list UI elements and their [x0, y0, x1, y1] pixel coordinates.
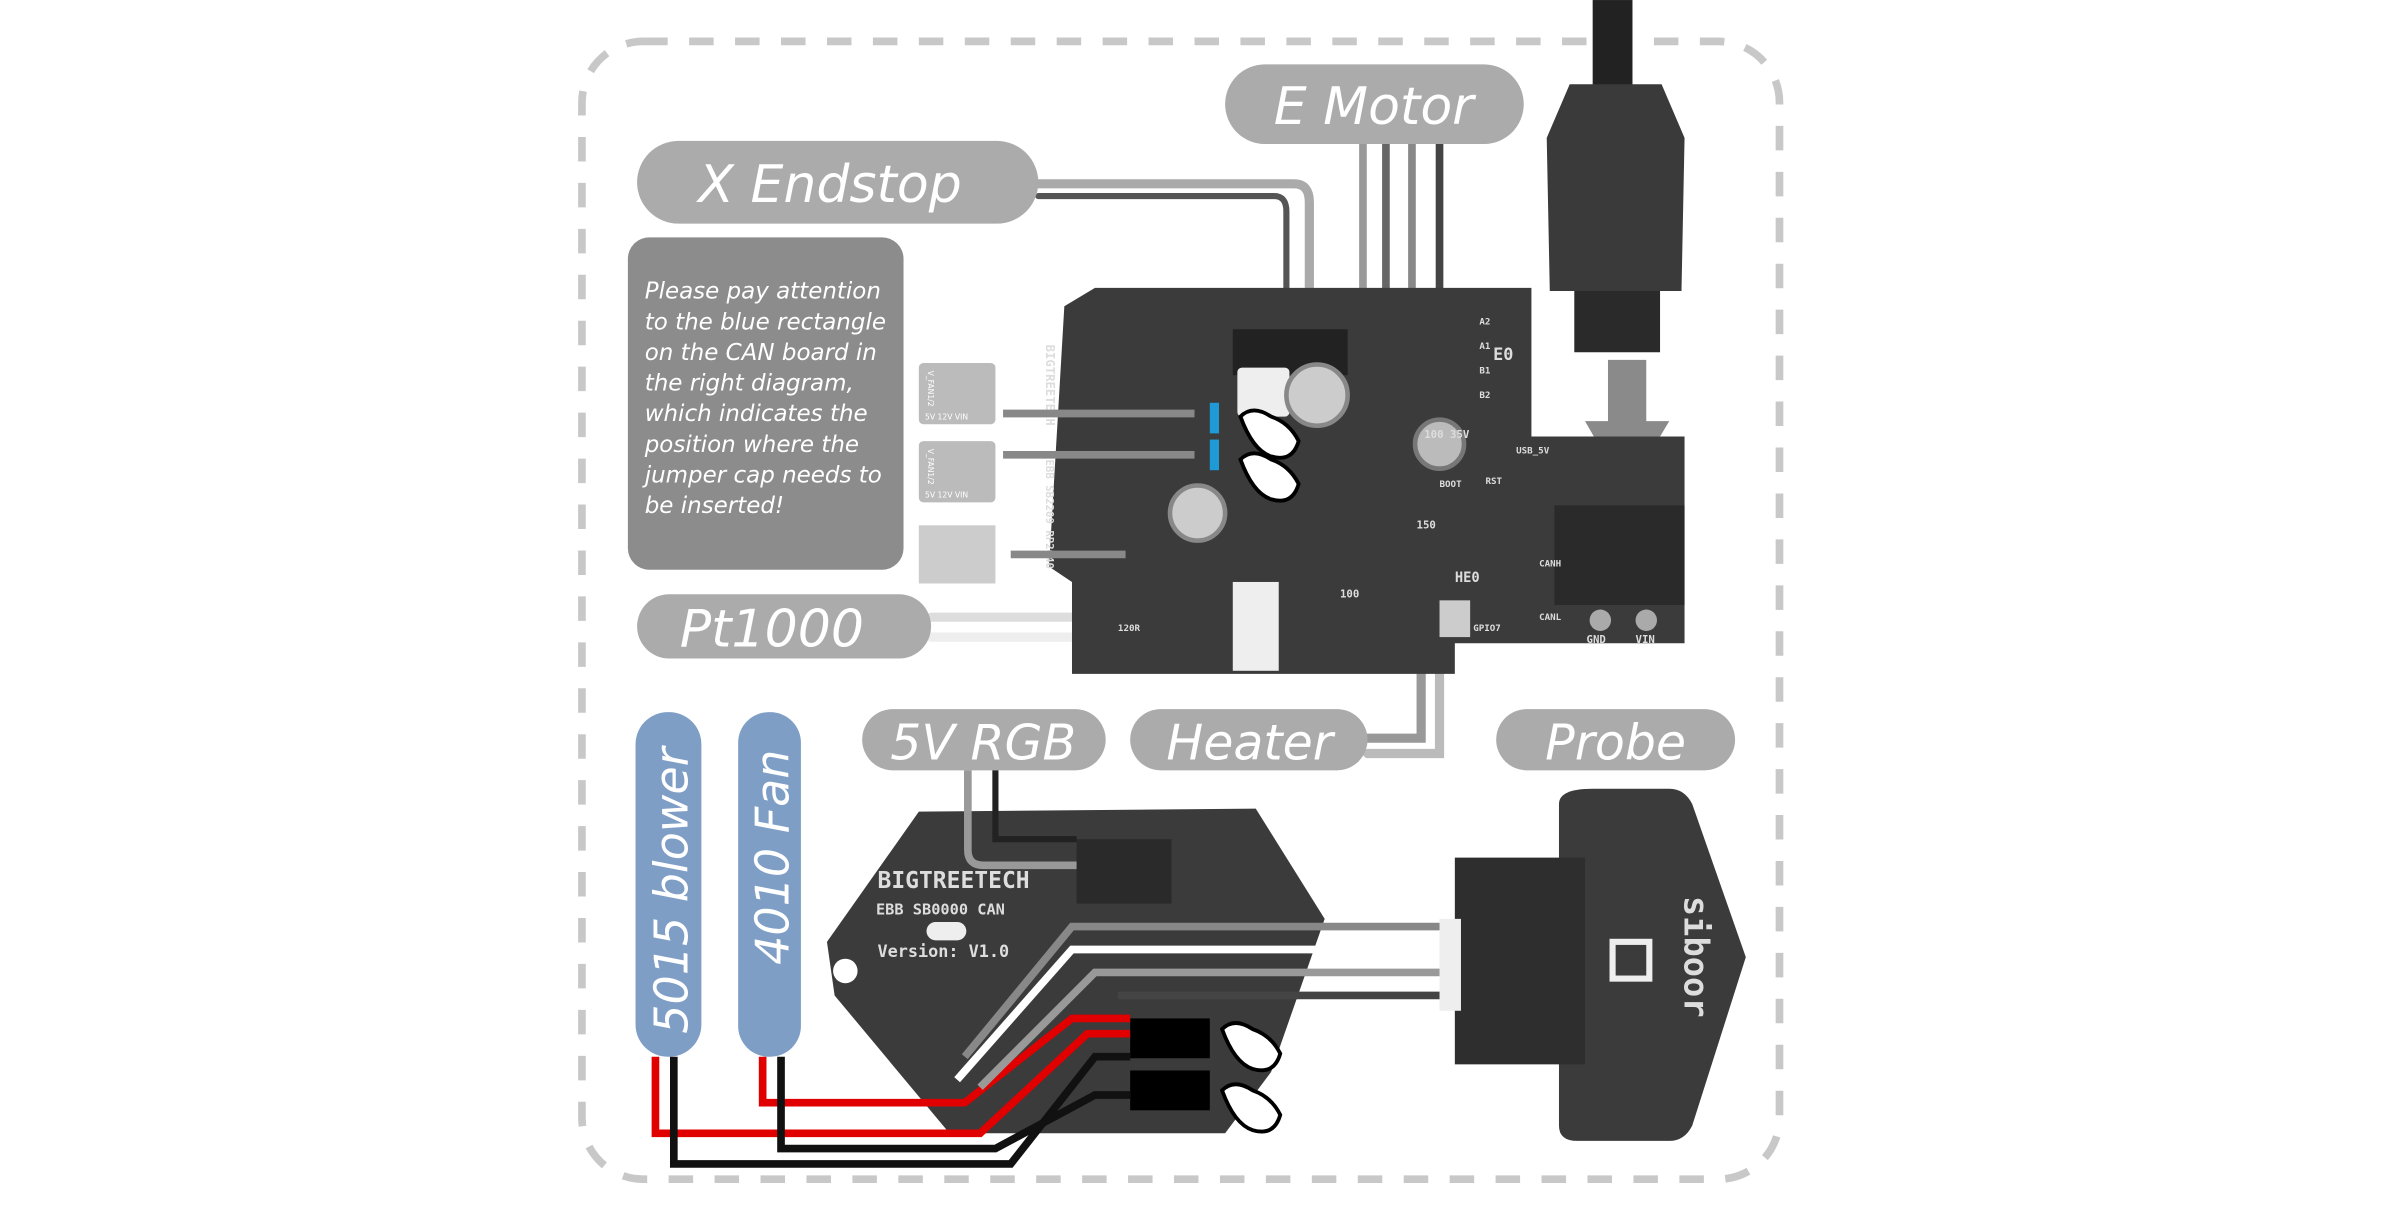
label-heater: Heater — [1130, 709, 1368, 772]
jumper-position-1 — [1209, 402, 1220, 434]
svg-text:HE0: HE0 — [1455, 570, 1480, 586]
svg-text:A1: A1 — [1479, 341, 1491, 352]
svg-text:V_FAN1/2: V_FAN1/2 — [926, 371, 935, 407]
svg-text:be inserted!: be inserted! — [645, 493, 784, 519]
svg-text:EBB SB0000 CAN: EBB SB0000 CAN — [876, 900, 1005, 918]
label-pt1000: Pt1000 — [637, 594, 932, 659]
label-5v-rgb: 5V RGB — [862, 709, 1106, 772]
hand-pointer-icon — [1219, 1021, 1283, 1073]
svg-text:120R: 120R — [1118, 623, 1141, 634]
label-e-motor: E Motor — [1225, 64, 1524, 144]
svg-text:Please pay attention: Please pay attention — [645, 279, 881, 305]
bottom-ebb-board: BIGTREETECH EBB SB0000 CAN Version: V1.0 — [826, 808, 1325, 1134]
svg-text:siboor: siboor — [1677, 896, 1716, 1018]
svg-text:the right diagram,: the right diagram, — [645, 371, 854, 397]
bottom-wires — [651, 770, 1455, 1168]
hand-pointer-icon — [1219, 1082, 1283, 1134]
svg-text:USB_5V: USB_5V — [1516, 445, 1550, 456]
fan-jumper-legend: 5V 12V VIN V_FAN1/2 5V 12V VIN V_FAN1/2 — [918, 362, 1195, 584]
label-5015-blower: 5015 blower — [635, 712, 702, 1057]
jumper-note: Please pay attention to the blue rectang… — [627, 237, 904, 570]
svg-text:VIN: VIN — [1636, 633, 1655, 646]
svg-text:5V RGB: 5V RGB — [890, 715, 1076, 772]
svg-text:which indicates the: which indicates the — [645, 401, 868, 427]
svg-text:V_FAN1/2: V_FAN1/2 — [926, 449, 935, 485]
svg-text:Pt1000: Pt1000 — [680, 599, 864, 659]
jumper-position-2 — [1209, 439, 1220, 471]
svg-text:position where the: position where the — [644, 432, 859, 458]
pt1000-connector — [1232, 581, 1279, 671]
svg-text:5015 blower: 5015 blower — [645, 744, 699, 1033]
svg-text:X Endstop: X Endstop — [695, 155, 962, 215]
arrow-down-icon — [1585, 359, 1670, 494]
svg-text:BIGTREETECH: BIGTREETECH — [877, 868, 1029, 894]
svg-text:B1: B1 — [1479, 366, 1491, 377]
svg-text:BOOT: BOOT — [1440, 479, 1463, 490]
svg-text:5V 12V VIN: 5V 12V VIN — [925, 491, 968, 500]
probe-board: siboor — [1439, 788, 1746, 1141]
svg-text:5V 12V VIN: 5V 12V VIN — [925, 413, 968, 422]
svg-text:CANH: CANH — [1539, 559, 1561, 570]
svg-text:jumper cap needs to: jumper cap needs to — [642, 462, 882, 488]
svg-text:CANL: CANL — [1539, 612, 1562, 623]
top-can-board: 100 35V GND VIN E0 A2 A1 B1 B2 USB_5V BO… — [1043, 287, 1685, 674]
hand-pointer-icon — [1238, 451, 1301, 503]
svg-text:BIGTREETECH: BIGTREETECH — [1043, 345, 1057, 426]
svg-text:EBB SB2209 RP2040: EBB SB2209 RP2040 — [1043, 459, 1056, 569]
svg-text:Probe: Probe — [1545, 715, 1686, 772]
endstop-connector — [1237, 367, 1290, 417]
svg-text:on the CAN board in: on the CAN board in — [645, 340, 877, 366]
power-cable — [1546, 0, 1685, 494]
svg-text:E0: E0 — [1493, 344, 1513, 364]
svg-text:100: 100 — [1340, 587, 1359, 600]
svg-text:E Motor: E Motor — [1274, 77, 1477, 137]
svg-text:GPIO7: GPIO7 — [1473, 623, 1501, 634]
power-connector — [1554, 505, 1685, 605]
svg-text:4010 Fan: 4010 Fan — [746, 750, 800, 965]
svg-text:B2: B2 — [1479, 390, 1490, 401]
svg-text:100 35V: 100 35V — [1424, 428, 1470, 441]
dashed-frame — [578, 37, 1784, 1184]
label-x-endstop: X Endstop — [637, 140, 1039, 224]
rgb-connector — [1076, 839, 1172, 904]
svg-text:A2: A2 — [1479, 317, 1490, 328]
svg-text:Version: V1.0: Version: V1.0 — [877, 941, 1009, 961]
siboor-logo-icon — [1609, 938, 1653, 982]
fan-connector-2 — [1130, 1070, 1210, 1111]
svg-text:Heater: Heater — [1166, 715, 1335, 772]
svg-text:GND: GND — [1587, 633, 1606, 646]
fan-connector-1 — [1130, 1018, 1210, 1059]
svg-text:150: 150 — [1417, 518, 1436, 531]
hand-pointer-icons — [1219, 408, 1301, 1134]
hand-pointer-icon — [1238, 408, 1301, 460]
svg-text:RST: RST — [1485, 476, 1502, 487]
label-4010-fan: 4010 Fan — [738, 712, 801, 1057]
svg-text:to the blue rectangle: to the blue rectangle — [645, 309, 886, 335]
label-probe: Probe — [1496, 709, 1736, 772]
